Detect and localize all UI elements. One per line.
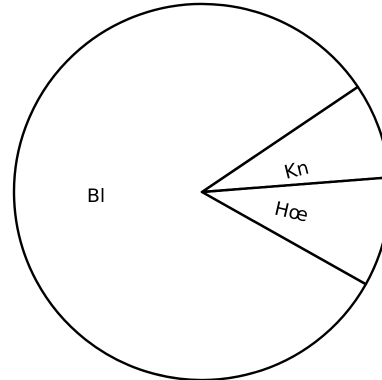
slice-label-2: Hœ xyxy=(272,198,310,227)
pie-slices xyxy=(12,2,382,380)
pie-slice-1 xyxy=(200,176,382,286)
pie-slice-0 xyxy=(12,2,368,380)
pie-slice-2 xyxy=(200,85,382,194)
slice-label-1: Kn xyxy=(282,157,311,184)
slice-label-0: Bl xyxy=(87,185,105,207)
